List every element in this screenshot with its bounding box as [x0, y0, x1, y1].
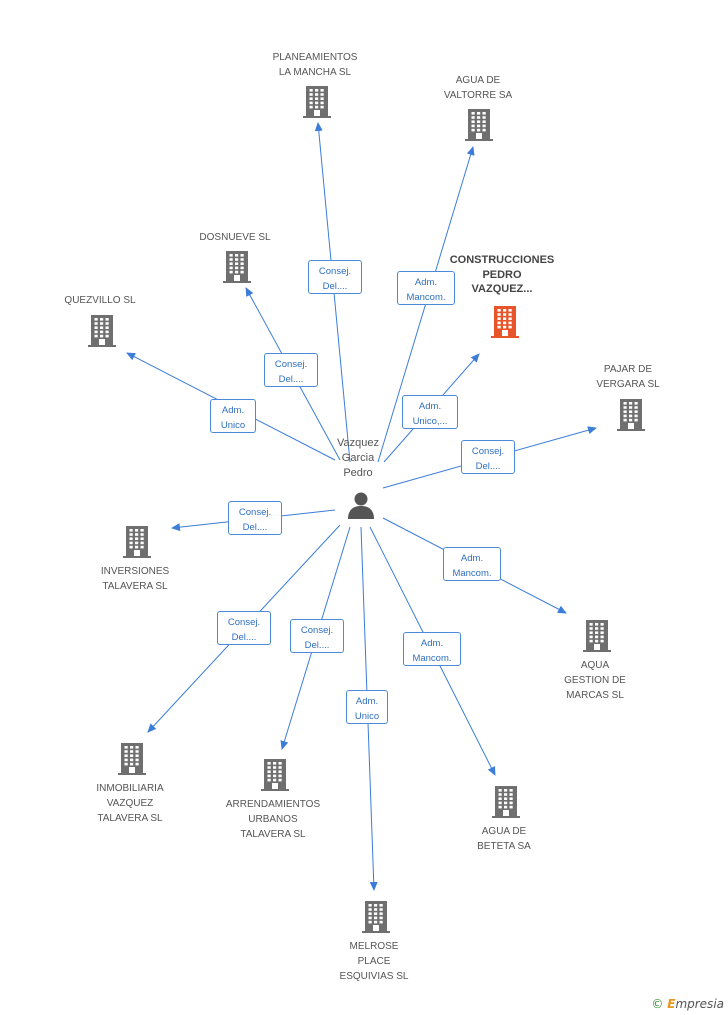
copyright-symbol: © — [651, 997, 664, 1011]
role-badge-melrose[interactable]: Adm. Unico — [346, 690, 388, 724]
role-badge-aqua-gestion[interactable]: Adm. Mancom. — [443, 547, 501, 581]
building-icon — [117, 742, 147, 781]
building-icon — [490, 305, 520, 344]
building-icon — [361, 900, 391, 939]
company-name: MELROSE PLACE ESQUIVIAS SL — [339, 941, 409, 982]
company-name: AQUA GESTION DE MARCAS SL — [564, 660, 626, 701]
company-name: CONSTRUCCIONES PEDRO VAZQUEZ... — [449, 254, 555, 295]
role-badge-pajar-vergara[interactable]: Consej. Del.... — [461, 440, 515, 474]
building-icon — [582, 619, 612, 658]
footer-brand: © Empresia — [651, 997, 724, 1011]
building-icon — [491, 785, 521, 824]
company-name: AGUA DE BETETA SA — [477, 826, 531, 852]
company-name: DOSNUEVE SL — [199, 232, 271, 243]
role-badge-agua-valtorre[interactable]: Adm. Mancom. — [397, 271, 455, 305]
company-name: PLANEAMIENTOS LA MANCHA SL — [272, 52, 358, 78]
company-name: QUEZVILLO SL — [64, 295, 136, 306]
company-name: INVERSIONES TALAVERA SL — [100, 566, 170, 592]
brand-initial: E — [667, 997, 676, 1011]
building-icon — [302, 85, 332, 124]
brand-name: mpresia — [675, 997, 724, 1011]
building-icon — [222, 250, 252, 289]
company-name: PAJAR DE VERGARA SL — [596, 364, 660, 390]
role-badge-inversiones-talavera[interactable]: Consej. Del.... — [228, 501, 282, 535]
building-icon — [260, 758, 290, 797]
role-badge-planeamientos[interactable]: Consej. Del.... — [308, 260, 362, 294]
role-badge-quezvillo[interactable]: Adm. Unico — [210, 399, 256, 433]
role-badge-inmobiliaria-vazquez[interactable]: Consej. Del.... — [217, 611, 271, 645]
role-badge-dosnueve[interactable]: Consej. Del.... — [264, 353, 318, 387]
building-icon — [122, 525, 152, 564]
building-icon — [464, 108, 494, 147]
company-name: ARRENDAMIENTOS URBANOS TALAVERA SL — [225, 799, 321, 840]
person-icon — [348, 492, 374, 519]
company-name: INMOBILIARIA VAZQUEZ TALAVERA SL — [96, 783, 164, 824]
building-icon — [616, 398, 646, 437]
company-name: AGUA DE VALTORRE SA — [443, 75, 513, 101]
role-badge-construcciones-pedro[interactable]: Adm. Unico,... — [402, 395, 458, 429]
person-name: Vazquez Garcia Pedro — [337, 437, 379, 479]
building-icon — [87, 314, 117, 353]
role-badge-arrendamientos[interactable]: Consej. Del.... — [290, 619, 344, 653]
role-badge-agua-beteta[interactable]: Adm. Mancom. — [403, 632, 461, 666]
